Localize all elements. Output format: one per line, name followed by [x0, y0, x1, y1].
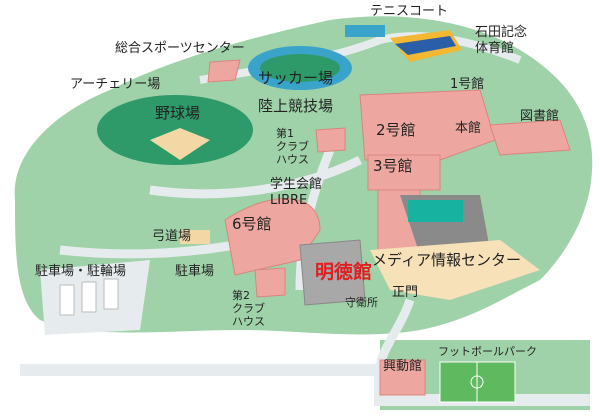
label-media[interactable]: メディア情報センター	[372, 251, 521, 269]
label-club2-2[interactable]: クラブ	[232, 302, 265, 315]
label-bldg3[interactable]: 3号館	[373, 157, 413, 175]
label-club1-1[interactable]: 第1	[276, 127, 294, 140]
label-club2-1[interactable]: 第2	[232, 289, 250, 302]
label-parking-bike[interactable]: 駐車場・駐輪場	[35, 264, 127, 279]
label-student-1[interactable]: 学生会館	[270, 177, 323, 192]
label-parking[interactable]: 駐車場	[175, 264, 215, 279]
kyudo-hall	[180, 230, 210, 244]
label-baseball[interactable]: 野球場	[155, 104, 201, 122]
label-kyudo[interactable]: 弓道場	[152, 229, 192, 244]
baseball-infield	[150, 128, 210, 160]
label-kodo[interactable]: 興動館	[383, 359, 423, 374]
label-bldg6[interactable]: 6号館	[232, 215, 272, 233]
soccer-field	[260, 54, 340, 82]
buildings	[207, 59, 571, 396]
label-student-2[interactable]: LIBRE	[270, 193, 308, 208]
label-soccer[interactable]: サッカー場	[258, 69, 334, 87]
label-sports-center[interactable]: 総合スポーツセンター	[115, 41, 245, 56]
label-meitoku[interactable]: 明徳館	[315, 261, 373, 283]
label-football[interactable]: フットボールパーク	[438, 345, 537, 358]
label-track[interactable]: 陸上競技場	[258, 97, 334, 115]
label-gate[interactable]: 正門	[392, 285, 419, 300]
label-library[interactable]: 図書館	[520, 109, 560, 124]
media-plaza	[370, 240, 540, 300]
meitoku-building	[299, 239, 366, 306]
label-club1-3[interactable]: ハウス	[276, 153, 309, 166]
label-gym-2[interactable]: 体育館	[475, 41, 515, 56]
label-club2-3[interactable]: ハウス	[232, 315, 265, 328]
label-guard[interactable]: 守衛所	[345, 296, 378, 309]
label-bldg2[interactable]: 2号館	[376, 121, 416, 139]
label-gym-1[interactable]: 石田記念	[475, 25, 528, 40]
label-bldg1[interactable]: 1号館	[450, 77, 485, 92]
label-tennis[interactable]: テニスコート	[370, 4, 449, 19]
parking-shelters	[59, 278, 119, 316]
tennis-courts	[345, 25, 385, 37]
label-club1-2[interactable]: クラブ	[276, 140, 309, 153]
label-main[interactable]: 本館	[455, 121, 482, 136]
label-archery[interactable]: アーチェリー場	[70, 77, 161, 92]
